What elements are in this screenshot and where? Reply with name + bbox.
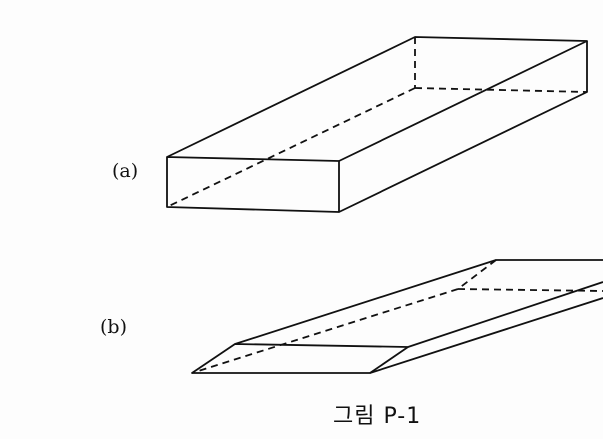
box-a-top-edges bbox=[166, 36, 588, 162]
wedge-b-hidden-edges bbox=[191, 259, 603, 374]
box-a bbox=[166, 36, 588, 213]
box-a-front-face bbox=[166, 156, 340, 213]
wedge-b-front-face bbox=[191, 343, 409, 374]
label-b: (b) bbox=[100, 316, 127, 338]
box-a-right-edges bbox=[338, 41, 588, 213]
box-a-hidden-edges bbox=[166, 37, 588, 208]
figure-caption: 그림 P-1 bbox=[333, 404, 422, 429]
wedge-b bbox=[191, 259, 603, 374]
wedge-b-edge bbox=[407, 281, 603, 348]
label-a: (a) bbox=[112, 160, 139, 182]
wedge-b-edge bbox=[369, 297, 603, 374]
